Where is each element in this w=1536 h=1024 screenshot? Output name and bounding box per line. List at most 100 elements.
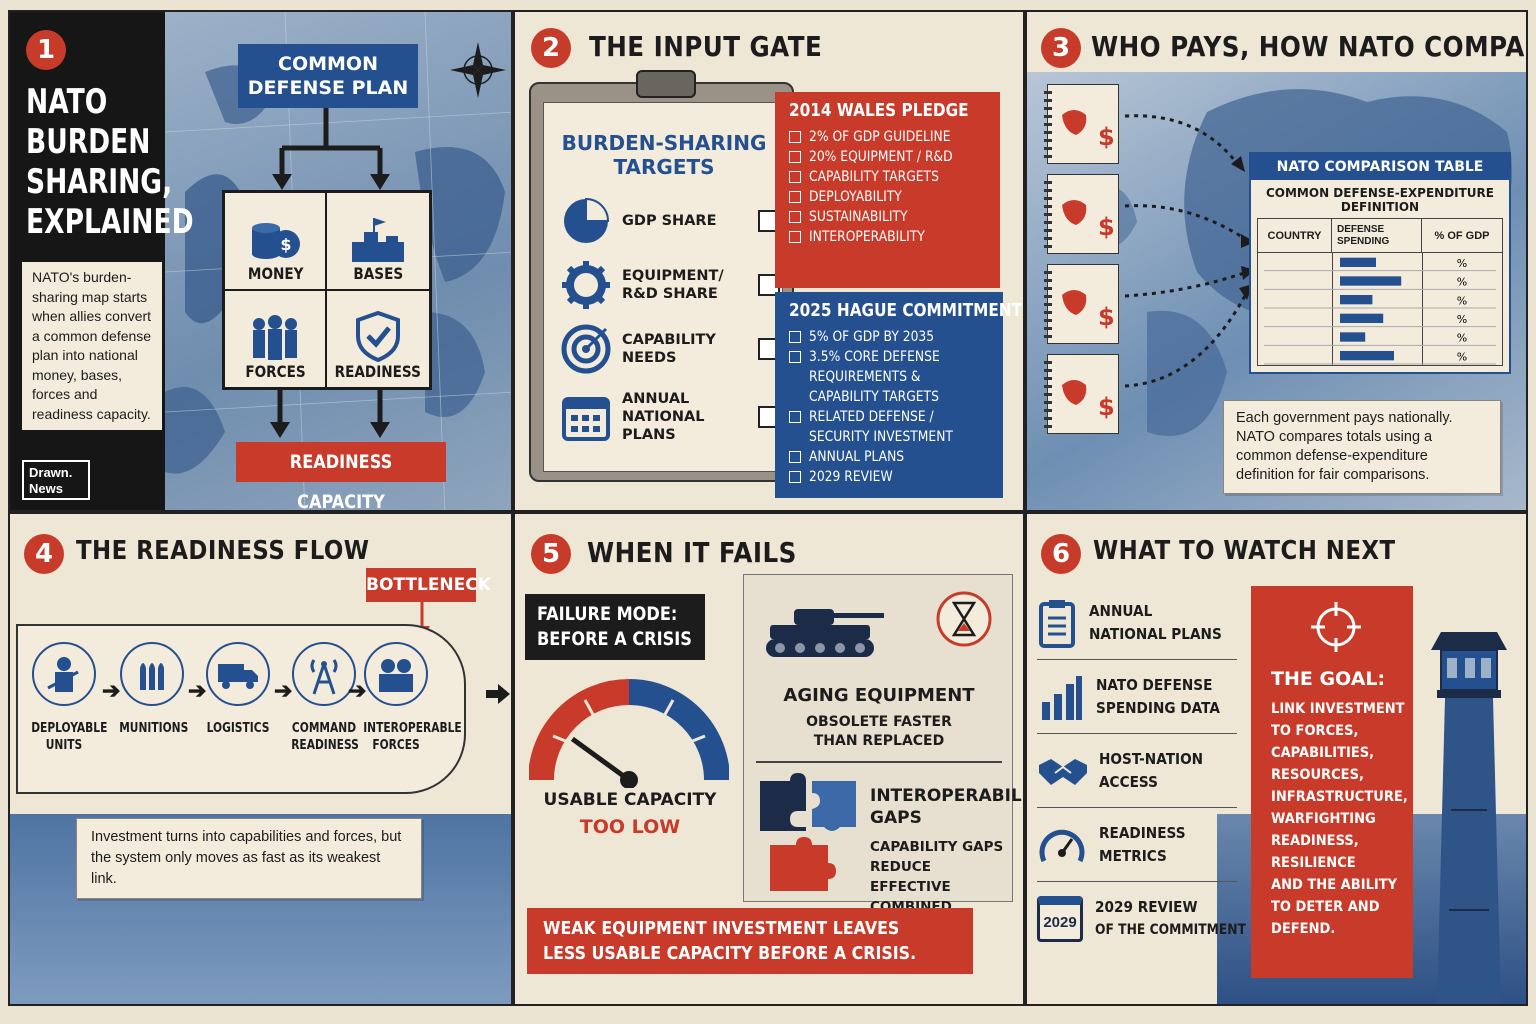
spending-bar: [1340, 313, 1384, 323]
step-label: DEPLOYABLE UNITS: [31, 721, 108, 753]
target-label: GDP SHARE: [622, 213, 717, 229]
flow-arrow: ➔: [274, 678, 293, 703]
spending-bar: [1340, 257, 1376, 267]
gauge-title: USABLE CAPACITY: [543, 790, 717, 810]
radio-tower-icon: [310, 659, 338, 695]
exit-arrow: [486, 684, 510, 704]
clipboard-title-line: BURDEN-SHARING: [561, 131, 767, 155]
split-arrows: [272, 108, 390, 190]
interop-title: INTEROPERABILITY GAPS: [870, 785, 1023, 829]
speedometer-icon: [1039, 829, 1085, 862]
country-dollar-icon: $: [1062, 110, 1115, 151]
soldiers-icon: [253, 315, 298, 360]
handshake-icon: [1039, 758, 1087, 785]
flow-step-munitions: MUNITIONS: [112, 642, 192, 737]
output-label: READINESS CAPACITY: [289, 451, 393, 512]
target-label: EQUIPMENT/ R&D SHARE: [622, 268, 724, 302]
svg-text:$: $: [1098, 303, 1115, 331]
panel-number: 6: [1041, 534, 1081, 574]
cell-label: FORCES: [245, 362, 306, 381]
drawn-news-logo: Drawn. News: [22, 460, 90, 500]
wales-item: DEPLOYABILITY: [789, 187, 986, 207]
spending-bar: [1340, 351, 1394, 361]
percent-marker: %: [1457, 332, 1467, 345]
step-label: INTEROPERABLE FORCES: [363, 721, 462, 753]
warning-banner: WEAK EQUIPMENT INVESTMENT LEAVES LESS US…: [527, 908, 973, 974]
flow-step-interoperable: INTEROPERABLE FORCES: [356, 642, 462, 754]
country-notepad: $: [1044, 174, 1119, 254]
percent-marker: %: [1457, 313, 1467, 326]
hague-item: 5% OF GDP BY 2035: [789, 327, 989, 347]
clipboard-title: BURDEN-SHARING TARGETS: [544, 131, 784, 179]
title-line: BURDEN: [26, 122, 151, 162]
clipboard-clip: [636, 70, 696, 98]
wales-item: 20% EQUIPMENT / R&D: [789, 147, 986, 167]
calendar-year: 2029: [1037, 896, 1083, 942]
spending-bar: [1340, 332, 1366, 342]
soldier-icon: [47, 657, 79, 692]
flow-note: Investment turns into capabilities and f…: [76, 818, 422, 899]
hague-item: 3.5% CORE DEFENSE REQUIREMENTS & CAPABIL…: [789, 347, 989, 407]
panel-title: NATO BURDEN SHARING, EXPLAINED: [26, 82, 194, 242]
country-notepad: $: [1044, 354, 1119, 434]
country-notepad: $: [1044, 264, 1119, 344]
pie-chart-icon: [564, 197, 610, 243]
flow-step-command: COMMAND READINESS: [284, 642, 364, 754]
truck-icon: [218, 664, 258, 689]
wales-item: 2% OF GDP GUIDELINE: [789, 127, 986, 147]
panel-readiness-flow: 4 THE READINESS FLOW BOTTLENECK DEPLOYAB…: [8, 512, 513, 1006]
title-line: SHARING,: [26, 162, 173, 202]
intro-note: NATO's burden-sharing map starts when al…: [22, 262, 162, 430]
warning-line: WEAK EQUIPMENT INVESTMENT LEAVES: [543, 918, 900, 939]
interop-line: CAPABILITY GAPS: [870, 839, 1004, 855]
crosshair-icon: [1311, 602, 1361, 652]
panel-number: 2: [531, 28, 571, 68]
coins-icon: $: [252, 223, 301, 259]
col-gdp: % OF GDP: [1422, 219, 1502, 253]
col-country: COUNTRY: [1258, 219, 1332, 253]
table-subtitle-line: DEFINITION: [1340, 200, 1420, 214]
svg-text:$: $: [1098, 213, 1115, 241]
interop-title-line: GAPS: [870, 808, 922, 828]
common-defense-plan-box: COMMON DEFENSE PLAN: [238, 44, 418, 108]
percent-marker: %: [1457, 294, 1467, 307]
wales-pledge-card: 2014 WALES PLEDGE 2% OF GDP GUIDELINE 20…: [775, 92, 1000, 288]
panel-title: THE READINESS FLOW: [76, 536, 370, 566]
targets-clipboard: BURDEN-SHARING TARGETS GDP SHARE: [529, 70, 794, 482]
panel-title: WHEN IT FAILS: [587, 536, 797, 569]
cell-label: READINESS: [335, 362, 422, 381]
readiness-cell: READINESS: [326, 290, 430, 388]
cell-label: MONEY: [247, 264, 304, 283]
hague-title: 2025 HAGUE COMMITMENT: [789, 300, 1023, 321]
hourglass-icon: [936, 591, 992, 647]
logo-text: News: [29, 481, 63, 496]
payment-note: Each government pays nationally. NATO co…: [1223, 400, 1501, 494]
plan-text: DEFENSE PLAN: [247, 77, 409, 99]
interop-title-line: INTEROPERABILITY: [870, 786, 1023, 806]
gauge-label: USABLE CAPACITY TOO LOW: [535, 790, 725, 838]
wales-item: SUSTAINABILITY: [789, 207, 986, 227]
bottleneck-label: BOTTLENECK: [366, 568, 491, 602]
svg-text:$: $: [1098, 393, 1115, 421]
failure-line: BEFORE A CRISIS: [537, 628, 692, 650]
table-title: NATO COMPARISON TABLE: [1251, 154, 1509, 180]
aging-title: AGING EQUIPMENT: [783, 685, 975, 706]
svg-text:$: $: [1098, 123, 1115, 151]
tank-icon: [766, 609, 884, 657]
failure-line: FAILURE MODE:: [537, 603, 678, 625]
target-label: CAPABILITY NEEDS: [622, 332, 716, 366]
flow-arrow: ➔: [188, 678, 207, 703]
plan-text: COMMON: [278, 53, 378, 75]
hague-item: RELATED DEFENSE / SECURITY INVESTMENT: [789, 407, 989, 447]
bar-chart-icon: [1041, 675, 1082, 720]
panel-number: 1: [26, 30, 66, 70]
percent-marker: %: [1457, 276, 1467, 289]
gear-icon: [562, 261, 610, 309]
step-label: COMMAND READINESS: [291, 721, 359, 753]
aging-line: OBSOLETE FASTER: [806, 714, 952, 730]
